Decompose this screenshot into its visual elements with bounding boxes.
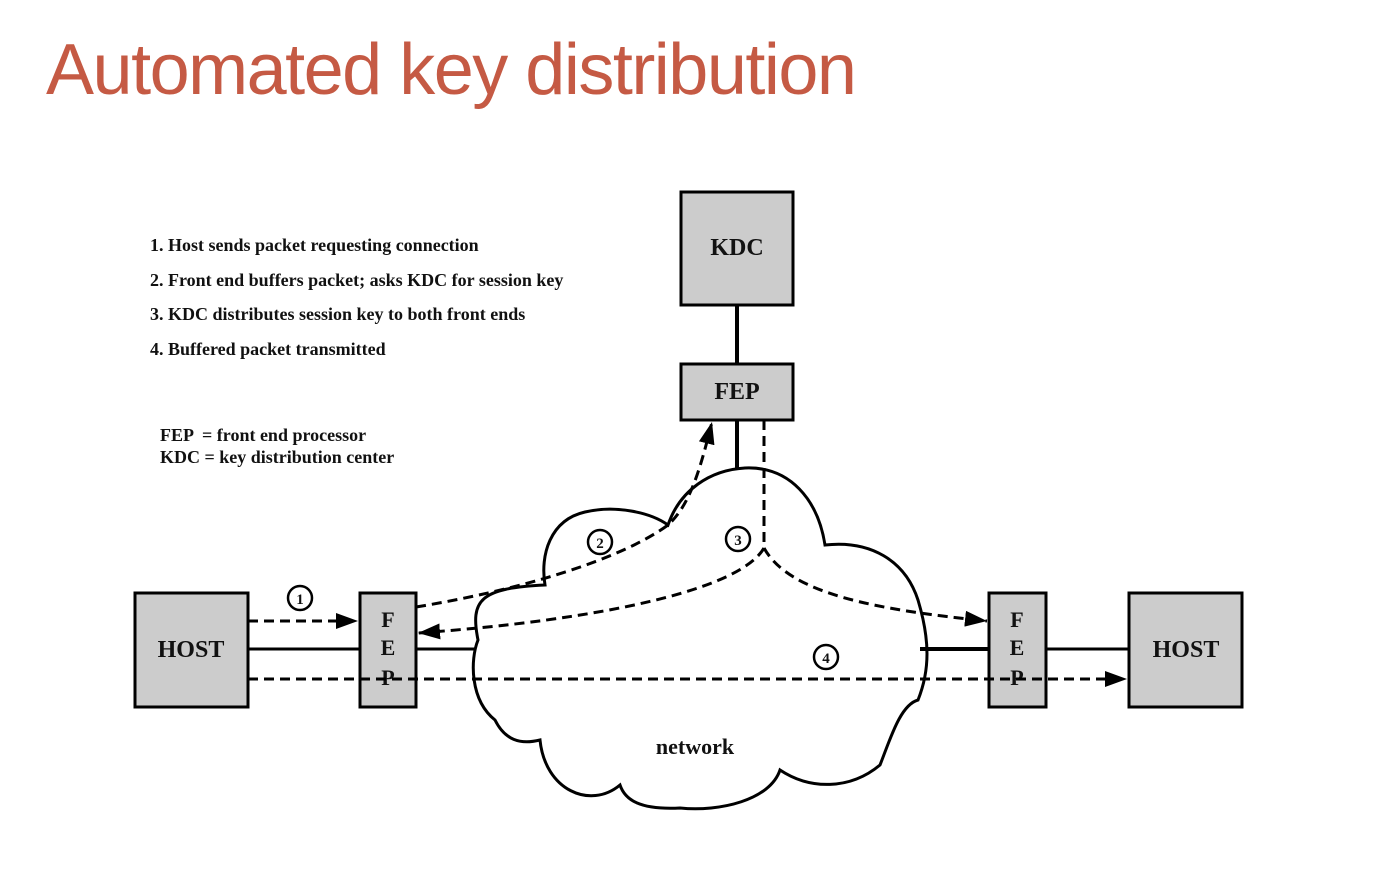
top-fep-label: FEP bbox=[714, 379, 759, 405]
slide-title: Automated key distribution bbox=[46, 30, 857, 110]
svg-text:1: 1 bbox=[296, 592, 304, 608]
step-item: 3. KDC distributes session key to both f… bbox=[150, 304, 526, 324]
svg-text:4: 4 bbox=[822, 651, 830, 667]
top-fep-box: FEP bbox=[679, 362, 795, 422]
left-host-label: HOST bbox=[158, 637, 225, 663]
left-fep-letter: P bbox=[381, 665, 394, 690]
svg-text:3: 3 bbox=[734, 533, 742, 549]
right-host-label: HOST bbox=[1153, 637, 1220, 663]
step-marker-3: 3 bbox=[724, 525, 752, 553]
right-host-box: HOST bbox=[1127, 591, 1244, 709]
left-host-box: HOST bbox=[133, 591, 250, 709]
right-fep-letter: F bbox=[1010, 607, 1023, 632]
left-fep-letter: F bbox=[381, 607, 394, 632]
step-marker-1: 1 bbox=[286, 584, 314, 612]
step-list: 1. Host sends packet requesting connecti… bbox=[150, 234, 563, 372]
right-fep-box: F E P bbox=[987, 591, 1048, 709]
legend-meaning: key distribution center bbox=[219, 447, 395, 467]
kdc-label: KDC bbox=[710, 235, 763, 261]
legend-abbr: KDC bbox=[160, 447, 200, 467]
right-fep-letter: E bbox=[1010, 635, 1025, 660]
legend-meaning: front end processor bbox=[216, 425, 367, 445]
legend-separator: = bbox=[200, 447, 220, 467]
abbreviation-legend: FEP = front end processor KDC = key dist… bbox=[160, 424, 394, 468]
step3-left-arrow bbox=[417, 547, 766, 640]
step3-right-arrow bbox=[762, 547, 988, 627]
step-item: 4. Buffered packet transmitted bbox=[150, 338, 386, 359]
step-marker-4: 4 bbox=[812, 643, 840, 671]
left-fep-box: F E P bbox=[358, 591, 418, 709]
legend-abbr: FEP bbox=[160, 425, 194, 445]
legend-row-kdc: KDC = key distribution center bbox=[160, 446, 394, 468]
step-item: 2. Front end buffers packet; asks KDC fo… bbox=[150, 269, 564, 290]
step-marker-2: 2 bbox=[586, 528, 614, 556]
network-label: network bbox=[656, 734, 735, 759]
left-fep-letter: E bbox=[381, 635, 396, 660]
legend-separator: = bbox=[193, 425, 217, 445]
step-item: 1. Host sends packet requesting connecti… bbox=[150, 235, 479, 255]
legend-row-fep: FEP = front end processor bbox=[160, 424, 394, 446]
step2-arrow bbox=[415, 421, 715, 609]
svg-text:2: 2 bbox=[596, 536, 604, 552]
kdc-box: KDC bbox=[679, 190, 795, 307]
